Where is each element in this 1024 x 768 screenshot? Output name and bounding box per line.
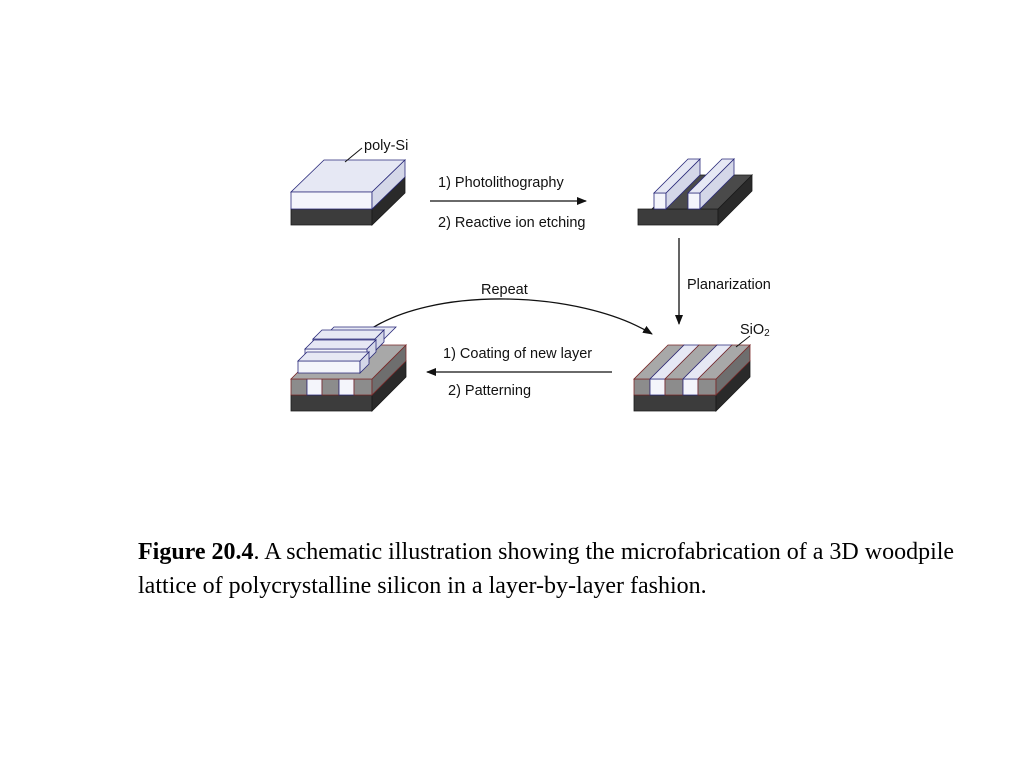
figure-label: Figure 20.4 bbox=[138, 539, 254, 565]
repeat-step: Repeat bbox=[481, 282, 528, 298]
poly-si-rod-right bbox=[687, 158, 735, 210]
sio2-leader-line bbox=[735, 335, 751, 348]
planarization-step: Planarization bbox=[687, 277, 771, 293]
planarized-layer bbox=[633, 344, 751, 412]
new-layer-rod-front bbox=[297, 351, 370, 374]
poly-si-rod-left bbox=[653, 158, 701, 210]
sio2-label: SiO2 bbox=[740, 322, 770, 339]
coating-step: 1) Coating of new layer bbox=[443, 346, 592, 362]
poly-si-label: poly-Si bbox=[364, 138, 408, 154]
photolithography-step: 1) Photolithography bbox=[438, 175, 564, 191]
poly-si-leader-line bbox=[344, 147, 363, 163]
arrow-repeat bbox=[364, 298, 653, 335]
reactive-ion-etching-step: 2) Reactive ion etching bbox=[438, 215, 586, 231]
figure-caption-text: . A schematic illustration showing the m… bbox=[138, 539, 955, 599]
poly-si-wafer bbox=[290, 159, 406, 226]
figure-caption: Figure 20.4. A schematic illustration sh… bbox=[138, 535, 958, 603]
patterning-step: 2) Patterning bbox=[448, 383, 531, 399]
